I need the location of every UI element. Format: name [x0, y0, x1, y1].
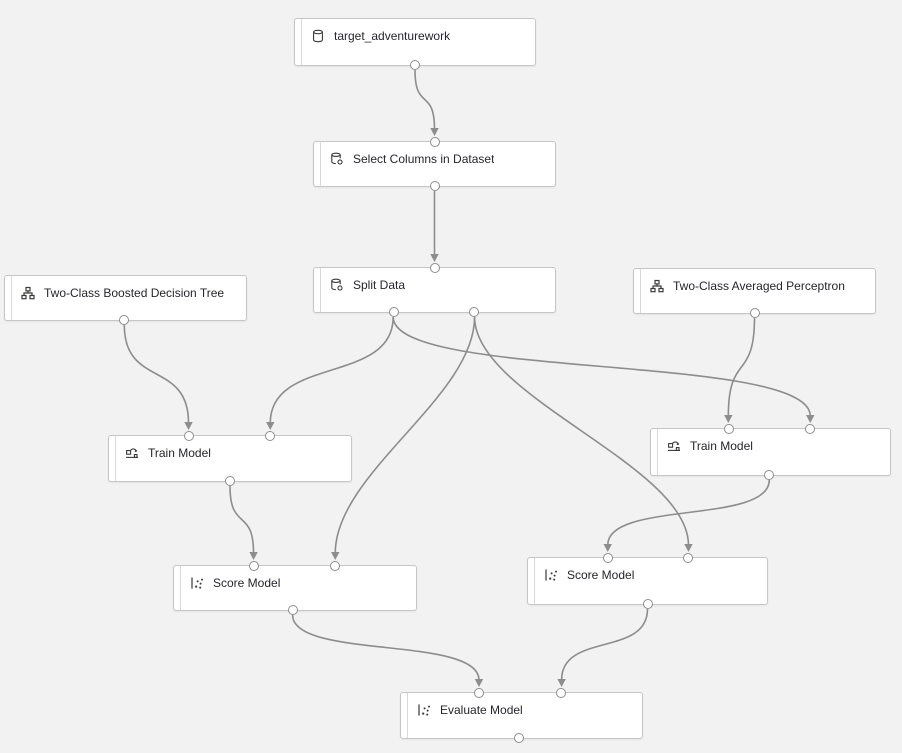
arrowhead-icon	[474, 679, 484, 687]
input-port[interactable]	[183, 431, 194, 441]
node-select-columns[interactable]: Select Columns in Dataset	[313, 137, 556, 191]
arrowhead-icon	[184, 422, 193, 430]
node-label: Train Model	[690, 439, 753, 453]
node-boosted-tree[interactable]: Two-Class Boosted Decision Tree	[4, 275, 247, 325]
input-port[interactable]	[556, 688, 567, 698]
edge-score-right-to-evaluate[interactable]	[560, 608, 649, 681]
node-evaluate[interactable]: Evaluate Model	[400, 688, 643, 743]
node-dataset[interactable]: target_adventurework	[294, 18, 536, 70]
edge-dataset-to-select-columns[interactable]	[414, 69, 436, 130]
output-port[interactable]	[388, 307, 399, 317]
edge-perceptron-to-train-right[interactable]	[727, 317, 756, 417]
output-port[interactable]	[642, 599, 653, 609]
node-accent-strip	[640, 269, 641, 313]
scatter-icon	[417, 703, 431, 717]
node-accent-strip	[301, 19, 302, 65]
node-header: Train Model	[109, 436, 351, 460]
node-accent-strip	[534, 558, 535, 604]
output-port[interactable]	[287, 605, 298, 615]
edge-train-left-to-score-left[interactable]	[229, 485, 255, 554]
node-perceptron[interactable]: Two-Class Averaged Perceptron	[633, 268, 876, 318]
node-label: Evaluate Model	[440, 703, 523, 717]
node-label: target_adventurework	[334, 29, 451, 43]
hierarchy-icon	[21, 286, 35, 300]
node-score-right[interactable]: Score Model	[527, 553, 768, 609]
database-gear-icon	[330, 152, 344, 166]
output-port[interactable]	[429, 181, 440, 191]
node-header: Select Columns in Dataset	[314, 142, 555, 166]
input-port[interactable]	[264, 431, 275, 441]
database-icon	[311, 29, 325, 43]
node-header: Two-Class Averaged Perceptron	[634, 269, 875, 293]
node-label: Two-Class Averaged Perceptron	[673, 279, 845, 293]
output-port[interactable]	[514, 733, 525, 743]
input-port[interactable]	[429, 137, 440, 147]
node-header: Score Model	[174, 566, 416, 590]
edge-split-data-to-score-left[interactable]	[334, 316, 476, 554]
arrowhead-icon	[603, 544, 612, 552]
node-header: Train Model	[651, 429, 890, 453]
node-accent-strip	[657, 429, 658, 475]
node-label: Two-Class Boosted Decision Tree	[44, 286, 225, 300]
node-accent-strip	[11, 276, 12, 320]
node-label: Score Model	[213, 576, 281, 590]
node-header: Two-Class Boosted Decision Tree	[5, 276, 246, 300]
arrowhead-icon	[806, 415, 815, 423]
node-split-data[interactable]: Split Data	[313, 263, 556, 317]
arrowhead-icon	[430, 254, 439, 262]
node-header: target_adventurework	[295, 19, 535, 43]
output-port[interactable]	[749, 308, 760, 318]
node-header: Evaluate Model	[401, 693, 642, 717]
edge-train-right-to-score-right[interactable]	[606, 479, 771, 546]
input-port[interactable]	[603, 553, 614, 563]
node-accent-strip	[180, 566, 181, 610]
node-accent-strip	[115, 436, 116, 481]
node-header: Split Data	[314, 268, 555, 292]
input-port[interactable]	[804, 424, 815, 434]
output-port[interactable]	[469, 307, 480, 317]
node-train-left[interactable]: Train Model	[108, 431, 352, 486]
input-port[interactable]	[723, 424, 734, 434]
arrowhead-icon	[430, 128, 439, 136]
node-accent-strip	[320, 142, 321, 186]
edge-boosted-tree-to-train-left[interactable]	[123, 324, 190, 424]
scatter-icon	[544, 568, 558, 582]
output-port[interactable]	[764, 470, 775, 480]
edge-score-left-to-evaluate[interactable]	[291, 614, 480, 681]
train-icon	[667, 439, 681, 453]
node-train-right[interactable]: Train Model	[650, 424, 891, 480]
arrowhead-icon	[557, 679, 566, 687]
node-label: Train Model	[148, 446, 211, 460]
input-port[interactable]	[248, 561, 259, 571]
input-port[interactable]	[474, 688, 485, 698]
arrowhead-icon	[724, 415, 733, 423]
arrowhead-icon	[331, 552, 340, 560]
train-icon	[125, 446, 139, 460]
scatter-icon	[190, 576, 204, 590]
input-port[interactable]	[429, 263, 440, 273]
input-port[interactable]	[683, 553, 694, 563]
hierarchy-icon	[650, 279, 664, 293]
node-label: Split Data	[353, 278, 406, 292]
edge-split-data-to-train-right[interactable]	[392, 316, 812, 417]
arrowhead-icon	[249, 552, 258, 560]
database-gear-icon	[330, 278, 344, 292]
arrowhead-icon	[266, 422, 275, 430]
output-port[interactable]	[410, 60, 420, 70]
arrowhead-icon	[684, 544, 693, 552]
node-score-left[interactable]: Score Model	[173, 561, 417, 615]
node-label: Score Model	[567, 568, 635, 582]
node-accent-strip	[407, 693, 408, 738]
node-accent-strip	[320, 268, 321, 312]
node-header: Score Model	[528, 558, 767, 582]
node-label: Select Columns in Dataset	[353, 152, 495, 166]
output-port[interactable]	[225, 476, 235, 486]
input-port[interactable]	[329, 561, 340, 571]
edge-split-data-to-train-left[interactable]	[269, 316, 394, 424]
output-port[interactable]	[119, 315, 130, 325]
